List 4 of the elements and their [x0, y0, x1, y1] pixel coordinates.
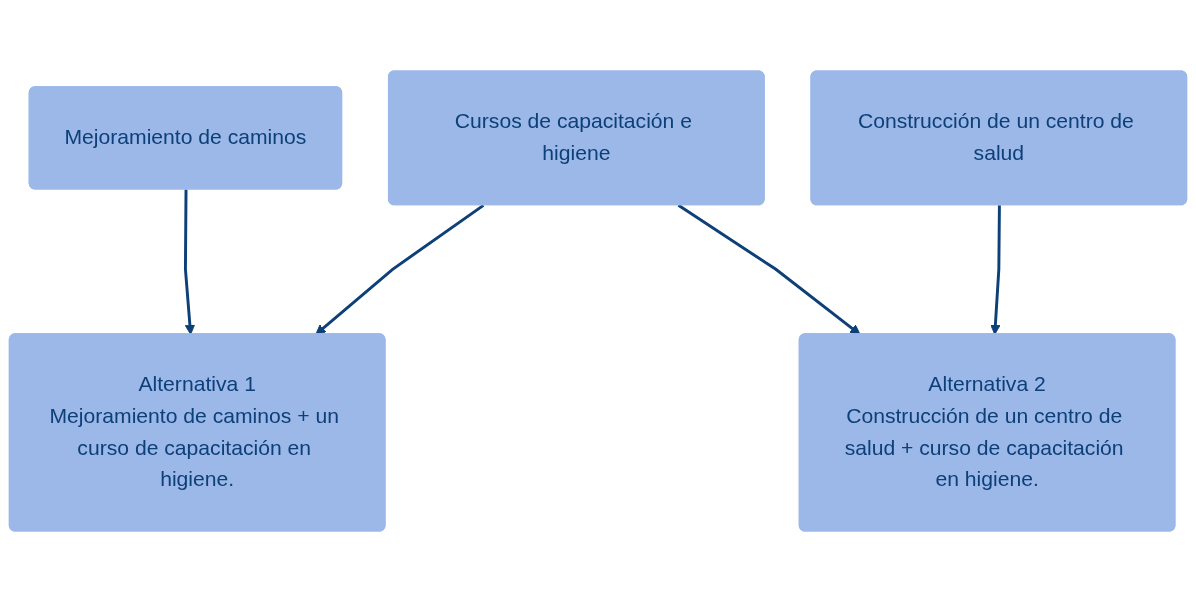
arrow — [990, 205, 1001, 335]
arrow — [677, 204, 861, 335]
arrow — [183, 189, 196, 335]
arrow — [315, 204, 485, 335]
